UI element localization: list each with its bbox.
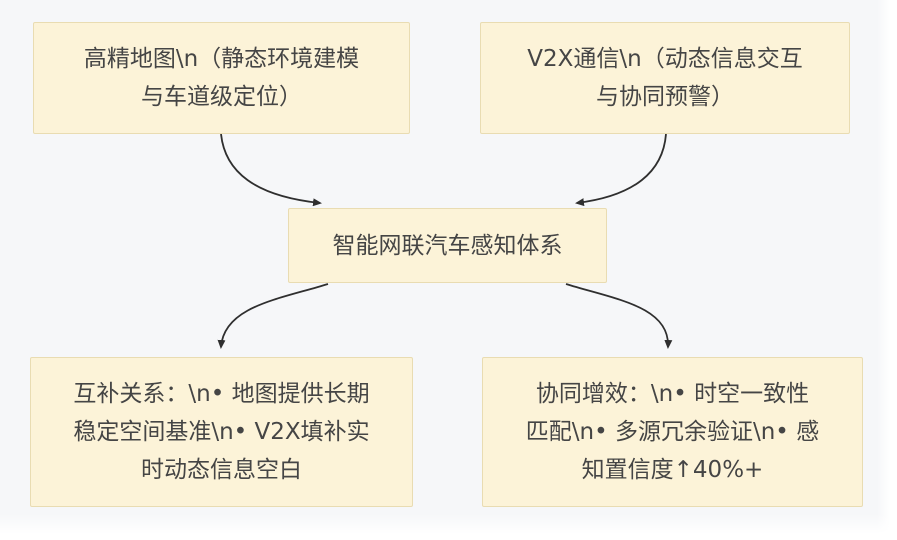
edge-core-to-comp [217, 283, 329, 349]
node-hd-map-label: 高精地图\n（静态环境建模与车道级定位） [83, 46, 360, 110]
edge-core-to-synergy [565, 283, 673, 349]
node-core: 智能网联汽车感知体系 [288, 208, 607, 283]
node-comp-label: 互补关系：\n• 地图提供长期稳定空间基准\n• V2X填补实时动态信息空白 [73, 381, 370, 483]
background-bottom-strip [0, 514, 897, 540]
edge-hd-map-to-core [220, 133, 322, 207]
node-comp: 互补关系：\n• 地图提供长期稳定空间基准\n• V2X填补实时动态信息空白 [30, 357, 413, 507]
node-synergy: 协同增效：\n• 时空一致性匹配\n• 多源冗余验证\n• 感知置信度↑40%+ [482, 357, 863, 507]
node-hd-map: 高精地图\n（静态环境建模与车道级定位） [33, 22, 410, 134]
node-synergy-label: 协同增效：\n• 时空一致性匹配\n• 多源冗余验证\n• 感知置信度↑40%+ [525, 381, 820, 483]
edge-v2x-to-core [575, 133, 667, 207]
node-core-label: 智能网联汽车感知体系 [332, 232, 563, 259]
background-right-strip [877, 0, 897, 540]
node-v2x-label: V2X通信\n（动态信息交互与协同预警） [527, 46, 803, 110]
node-v2x: V2X通信\n（动态信息交互与协同预警） [480, 22, 850, 134]
